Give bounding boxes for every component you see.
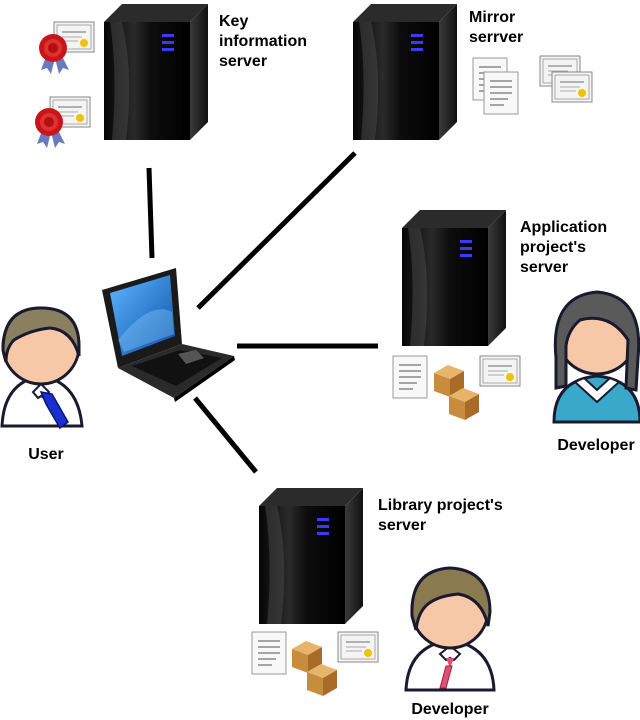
developer-avatar-library	[404, 566, 496, 692]
application-server-label: Application project's server	[520, 219, 608, 276]
server-icon	[402, 210, 506, 346]
key-information-server-label: Key information server	[219, 13, 307, 70]
certificate-icon	[337, 631, 379, 663]
mirror-server-label: Mirror serrver	[469, 9, 524, 46]
connector-lines	[146, 151, 378, 474]
link-mirror-server	[196, 151, 357, 310]
user-avatar	[0, 306, 84, 430]
server-icon	[353, 4, 457, 140]
library-server-label: Library project's server	[378, 497, 503, 534]
server-icon	[104, 4, 208, 140]
server-icon	[259, 488, 363, 624]
certificate-icon	[551, 71, 593, 103]
developer-avatar-application	[552, 290, 640, 424]
certificate-icon	[479, 355, 521, 387]
document-icon	[251, 631, 287, 675]
document-icon	[392, 355, 428, 399]
library-project-server	[251, 488, 379, 696]
link-library-server	[193, 396, 258, 474]
developer-library-label: Developer	[411, 701, 489, 718]
document-icon	[483, 71, 519, 115]
link-key-server	[146, 167, 155, 259]
key-information-server	[35, 4, 208, 148]
developer-application-label: Developer	[557, 437, 635, 454]
laptop-icon	[102, 268, 235, 402]
user-label: User	[28, 446, 64, 463]
application-project-server	[392, 210, 521, 420]
